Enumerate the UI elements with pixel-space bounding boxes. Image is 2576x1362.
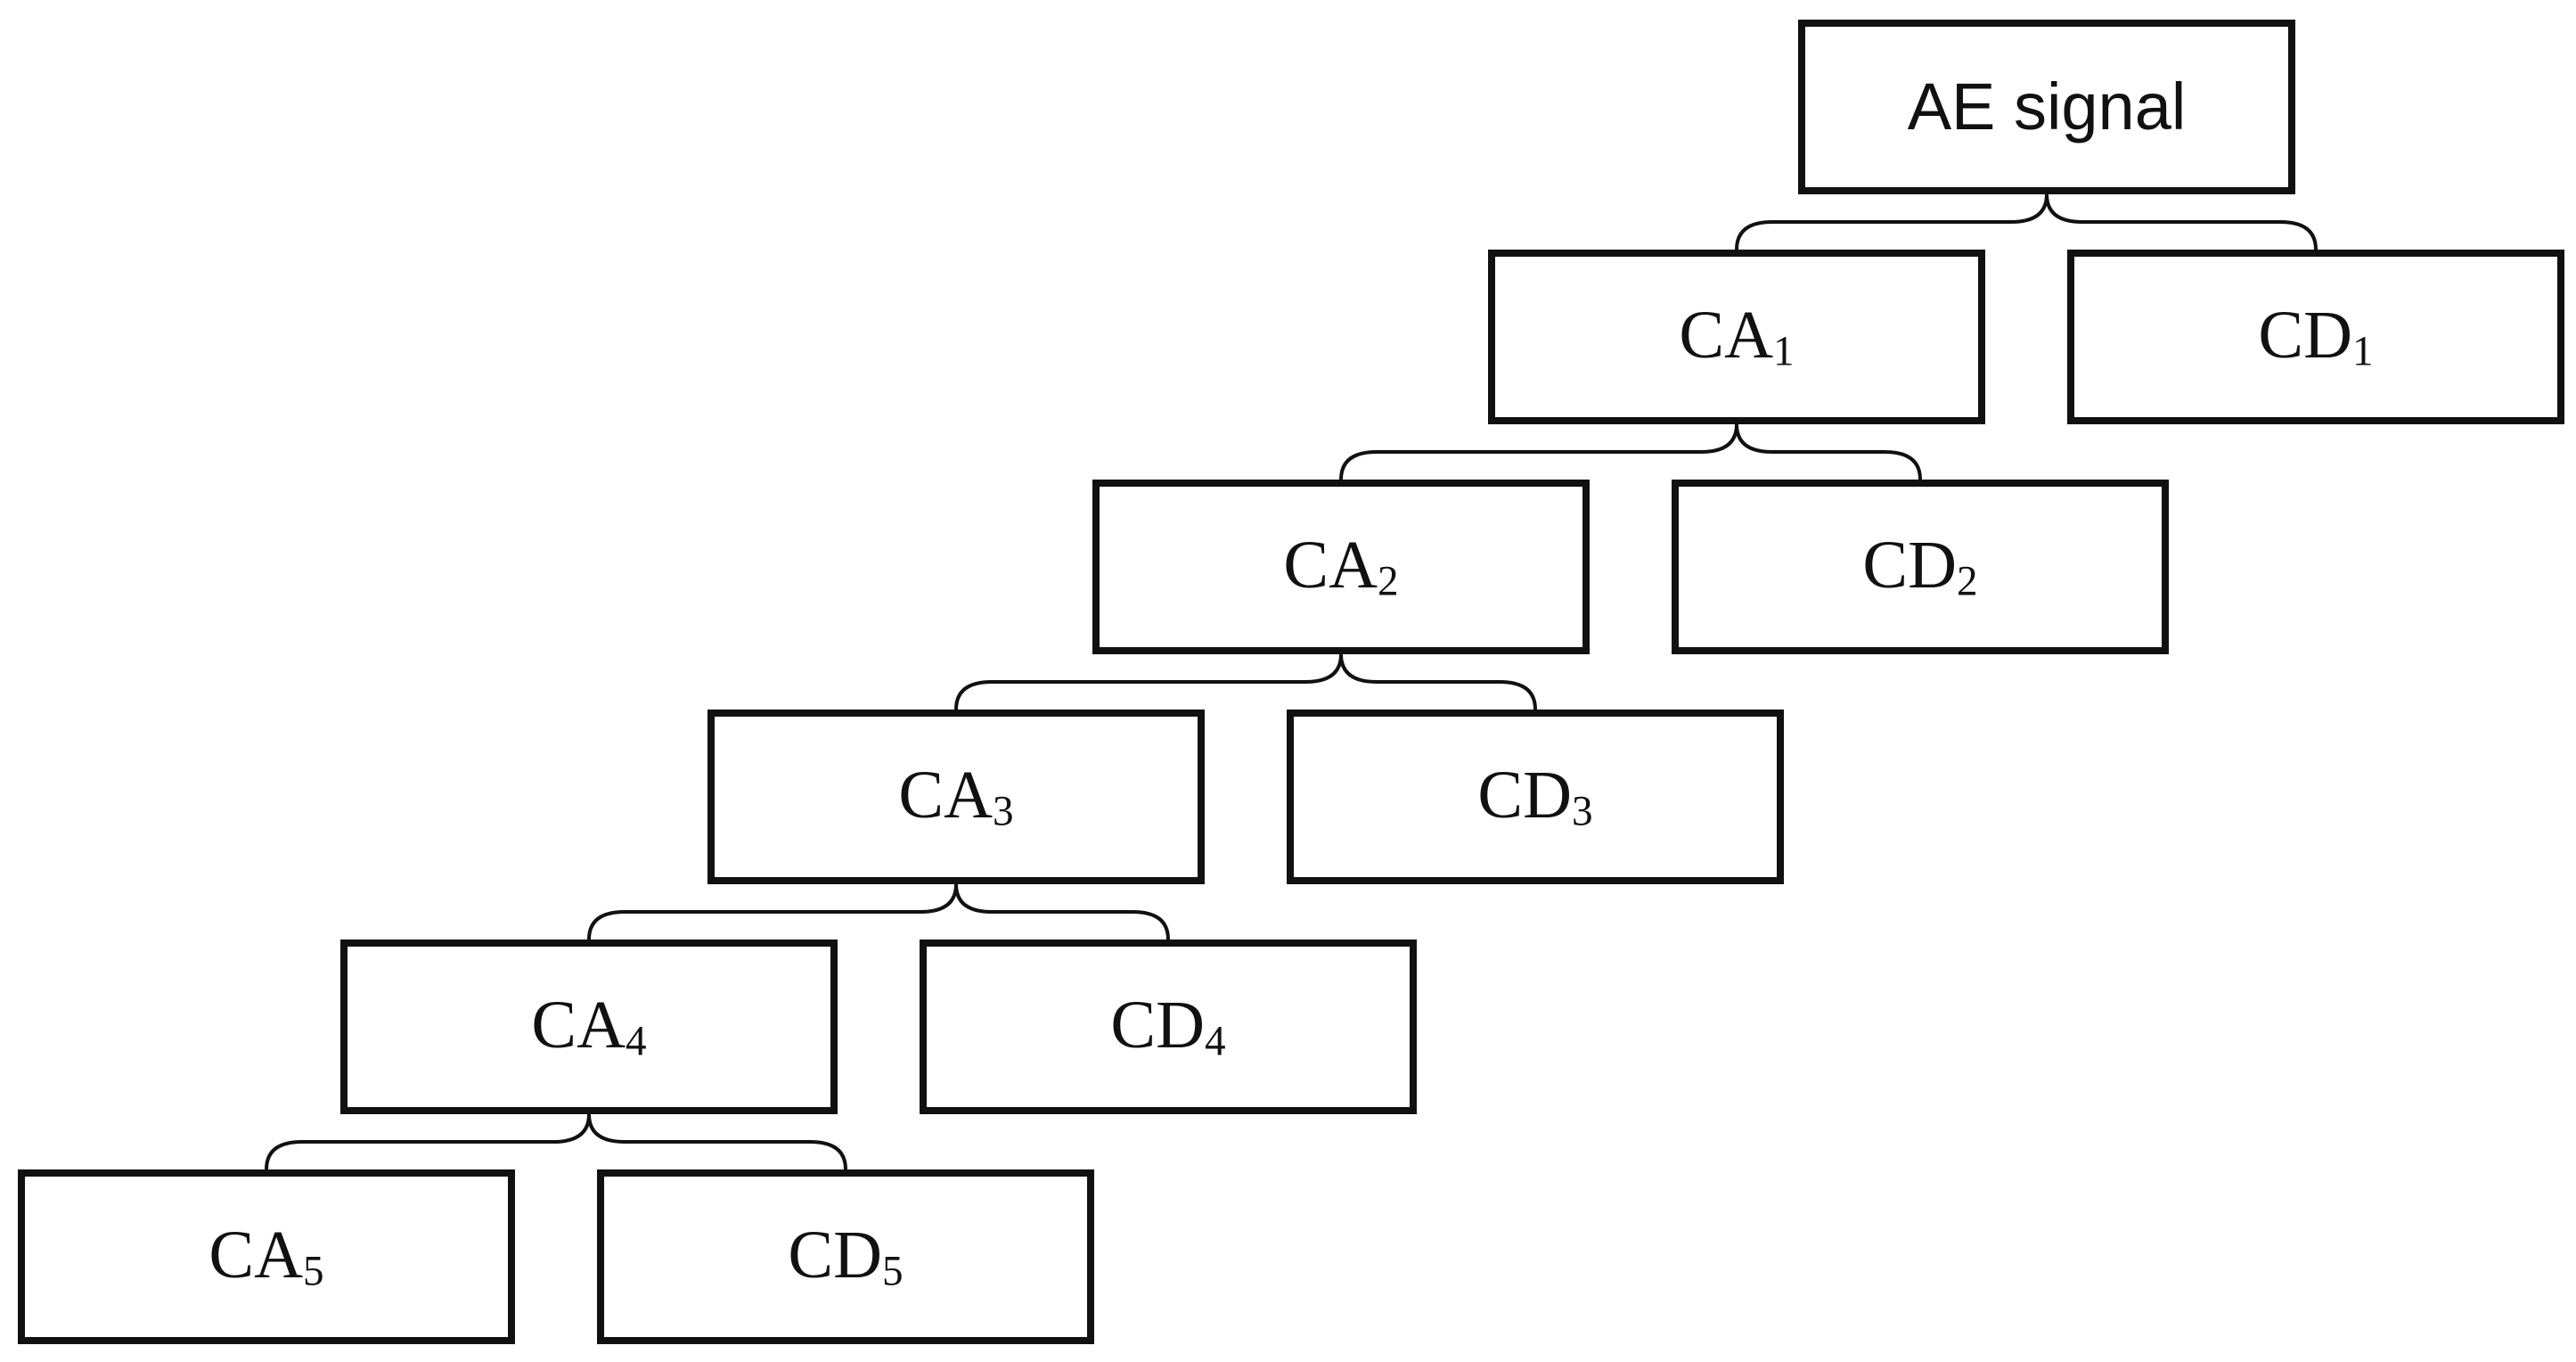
node-cd3-label: CD3 (1477, 757, 1593, 835)
node-cd5: CD5 (597, 1169, 1094, 1344)
node-ca5-label: CA5 (209, 1217, 324, 1295)
node-ca2: CA2 (1092, 480, 1590, 654)
connector-ca1-cd2 (1735, 423, 1922, 480)
connector-ca1-ca2 (1339, 423, 1738, 480)
node-cd1-label: CD1 (2258, 297, 2374, 375)
connector-ca3-cd4 (954, 883, 1170, 940)
connector-ca2-cd3 (1339, 653, 1537, 710)
node-ae-signal-label: AE signal (1907, 70, 2187, 144)
connector-ca4-cd5 (587, 1113, 847, 1170)
node-ca3: CA3 (707, 710, 1205, 884)
connector-root-ca1 (1735, 193, 2049, 250)
node-cd4: CD4 (920, 939, 1417, 1114)
node-ca1: CA1 (1488, 250, 1985, 424)
connector-ca4-ca5 (265, 1113, 591, 1170)
node-cd1: CD1 (2067, 250, 2564, 424)
node-ca3-label: CA3 (898, 757, 1014, 835)
node-ca4: CA4 (340, 939, 838, 1114)
node-ca4-label: CA4 (531, 987, 647, 1065)
node-cd5-label: CD5 (788, 1217, 904, 1295)
node-ca2-label: CA2 (1283, 527, 1399, 605)
connector-root-cd1 (2045, 193, 2318, 250)
node-cd3: CD3 (1287, 710, 1784, 884)
node-ae-signal: AE signal (1798, 20, 2295, 194)
connector-ca2-ca3 (954, 653, 1343, 710)
node-cd2: CD2 (1672, 480, 2169, 654)
connector-ca3-ca4 (587, 883, 958, 940)
node-cd2-label: CD2 (1862, 527, 1978, 605)
node-ca1-label: CA1 (1679, 297, 1795, 375)
node-ca5: CA5 (18, 1169, 515, 1344)
node-cd4-label: CD4 (1110, 987, 1226, 1065)
